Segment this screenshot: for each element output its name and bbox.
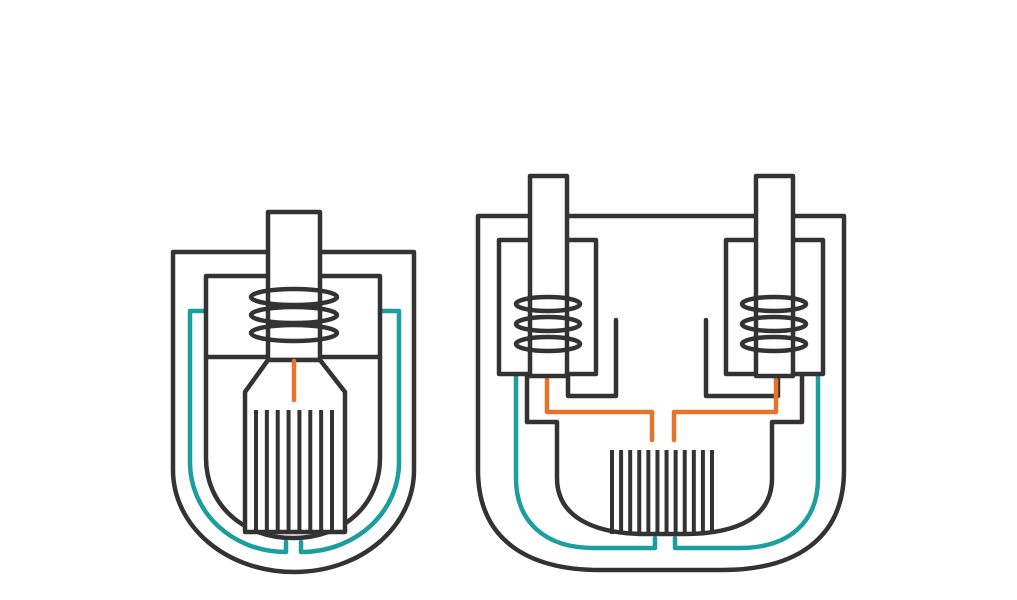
right-orange-lead-left <box>544 375 655 443</box>
coil-loop <box>739 294 809 314</box>
right-teal-jacket-left <box>513 369 658 551</box>
right-left-u-channel <box>565 317 619 399</box>
right-right-coil <box>739 294 809 354</box>
coil-loop <box>248 322 340 344</box>
left-teal-jacket-right <box>298 308 402 555</box>
right-fin-array <box>610 450 714 534</box>
single-electrode-vessel <box>170 209 417 575</box>
right-left-electrode-rod <box>527 173 570 379</box>
coil-loop <box>739 314 809 334</box>
right-orange-lead-right <box>671 375 779 443</box>
coil-loop <box>513 294 583 314</box>
right-left-coil <box>513 294 583 354</box>
dual-electrode-vessel <box>475 173 847 573</box>
left-outer-shell <box>170 249 417 575</box>
right-right-electrode-rod <box>753 173 796 379</box>
right-teal-jacket-right <box>672 369 821 551</box>
coil-loop <box>513 314 583 334</box>
left-teal-jacket-left <box>187 308 289 555</box>
left-fin-array <box>254 410 334 532</box>
right-outer-shell <box>475 213 847 573</box>
left-coil <box>248 286 340 344</box>
left-inner-shell <box>203 273 383 541</box>
left-electrode-rod <box>265 209 323 363</box>
coil-loop <box>513 334 583 354</box>
coil-loop <box>739 334 809 354</box>
